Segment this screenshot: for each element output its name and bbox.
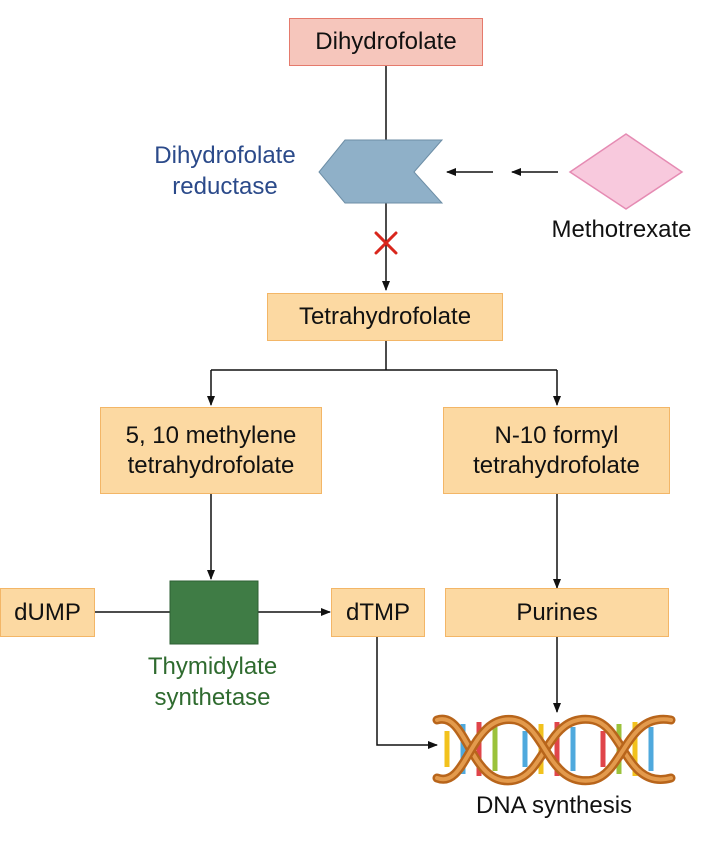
methylene-label-line2: tetrahydrofolate xyxy=(127,451,295,479)
formyl-tetrahydrofolate-node: N-10 formyl tetrahydrofolate xyxy=(443,407,670,494)
purines-label: Purines xyxy=(516,598,598,626)
dihydrofolate-label: Dihydrofolate xyxy=(315,28,457,55)
ts-label-line2: synthetase xyxy=(154,684,271,711)
thymidylate-synthetase-label: Thymidylate synthetase xyxy=(110,651,315,713)
dihydrofolate-node: Dihydrofolate xyxy=(289,18,483,66)
thymidylate-synthetase-shape xyxy=(169,580,259,645)
dtmp-label: dTMP xyxy=(345,598,410,626)
arrow-dtmp-to-dna xyxy=(376,637,438,749)
methotrexate-label: Methotrexate xyxy=(551,216,692,243)
dtmp-node: dTMP xyxy=(331,588,425,637)
dhfr-label-line2: reductase xyxy=(172,173,278,200)
tetrahydrofolate-label: Tetrahydrofolate xyxy=(298,303,472,330)
ts-label-line1: Thymidylate xyxy=(147,653,278,680)
dihydrofolate-reductase-label: Dihydrofolate reductase xyxy=(120,140,330,202)
dhfr-label-line1: Dihydrofolate xyxy=(154,142,296,169)
methylene-tetrahydrofolate-node: 5, 10 methylene tetrahydrofolate xyxy=(100,407,322,494)
formyl-label-line2: tetrahydrofolate xyxy=(473,451,640,479)
dump-label: dUMP xyxy=(14,598,81,626)
dump-node: dUMP xyxy=(0,588,95,637)
dihydrofolate-reductase-shape xyxy=(318,139,444,204)
connectors xyxy=(95,66,561,749)
methylene-label-line1: 5, 10 methylene xyxy=(125,421,297,449)
purines-node: Purines xyxy=(445,588,669,637)
formyl-label-line1: N-10 formyl xyxy=(494,421,619,449)
dna-synthesis-label: DNA synthesis xyxy=(475,792,633,819)
dna-helix-icon xyxy=(432,714,676,786)
inhibition-x-icon xyxy=(374,231,398,255)
methotrexate-diamond xyxy=(568,133,684,210)
tetrahydrofolate-node: Tetrahydrofolate xyxy=(267,293,503,341)
